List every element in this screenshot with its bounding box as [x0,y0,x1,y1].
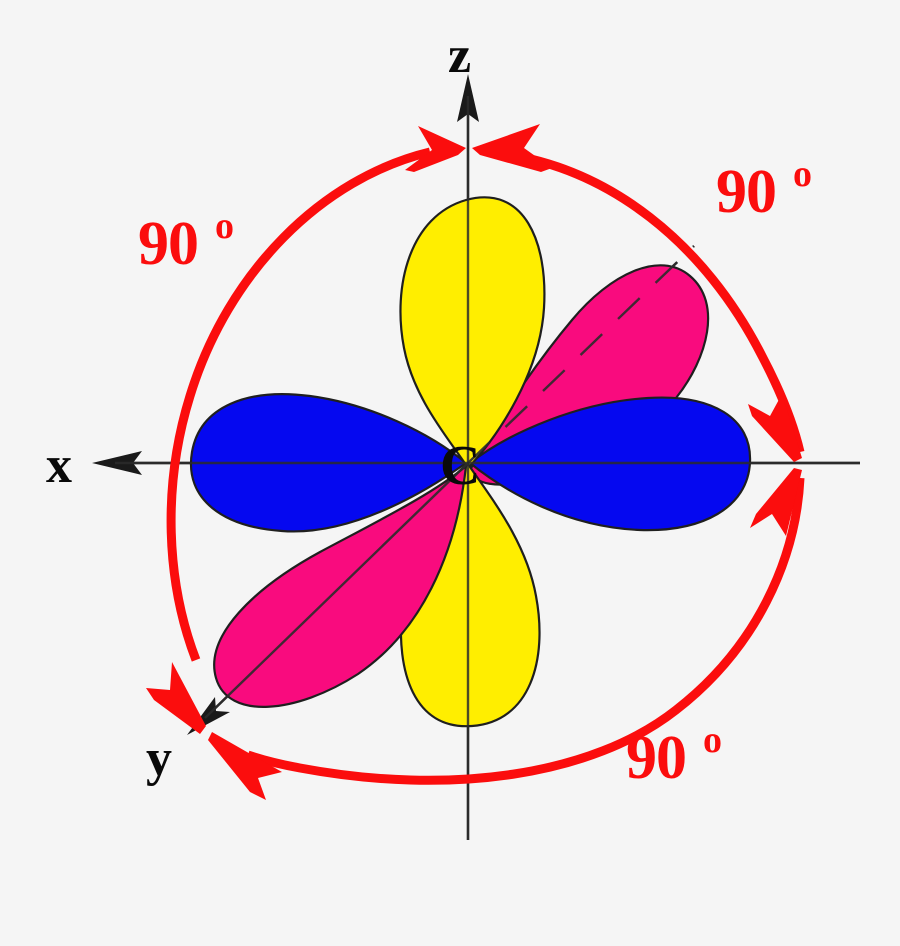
angle-label-lower-right: 90 o [626,719,722,792]
angle-ring-group [146,124,805,800]
axis-label-z: z [448,27,471,84]
angle-arc-upper-left [166,147,432,662]
angle-label-upper-right: 90 o [716,153,812,226]
lobe-z-up [399,196,546,470]
angle-label-upper-left: 90 o [138,205,234,278]
angle-arrowhead-right-lower [750,468,802,536]
angle-label-upper-right-value: 90 [716,158,776,226]
angle-arc-upper-right [488,147,805,454]
angle-arrowhead-top-left [405,126,466,172]
angle-arc-lower [246,477,805,785]
angle-label-upper-right-superscript: o [793,153,812,195]
angle-arrowhead-right-upper [748,394,802,462]
axis-label-y: y [146,730,172,787]
angle-label-upper-left-superscript: o [215,205,234,247]
axis-line-y-back-overlay [467,245,695,464]
angle-arrowhead-lowerleft-upper [146,662,206,734]
axes-overlay-group [115,96,860,840]
angle-arrowhead-top-right [472,124,552,172]
axis-label-x: x [46,437,72,494]
angle-label-upper-left-value: 90 [138,210,198,278]
angle-arrowhead-lowerleft-lower [208,732,282,800]
center-atom-label: C [440,435,480,497]
angle-label-lower-right-value: 90 [626,724,686,792]
angle-label-lower-right-superscript: o [703,719,722,761]
axis-line-y-front-overlay [204,462,469,719]
